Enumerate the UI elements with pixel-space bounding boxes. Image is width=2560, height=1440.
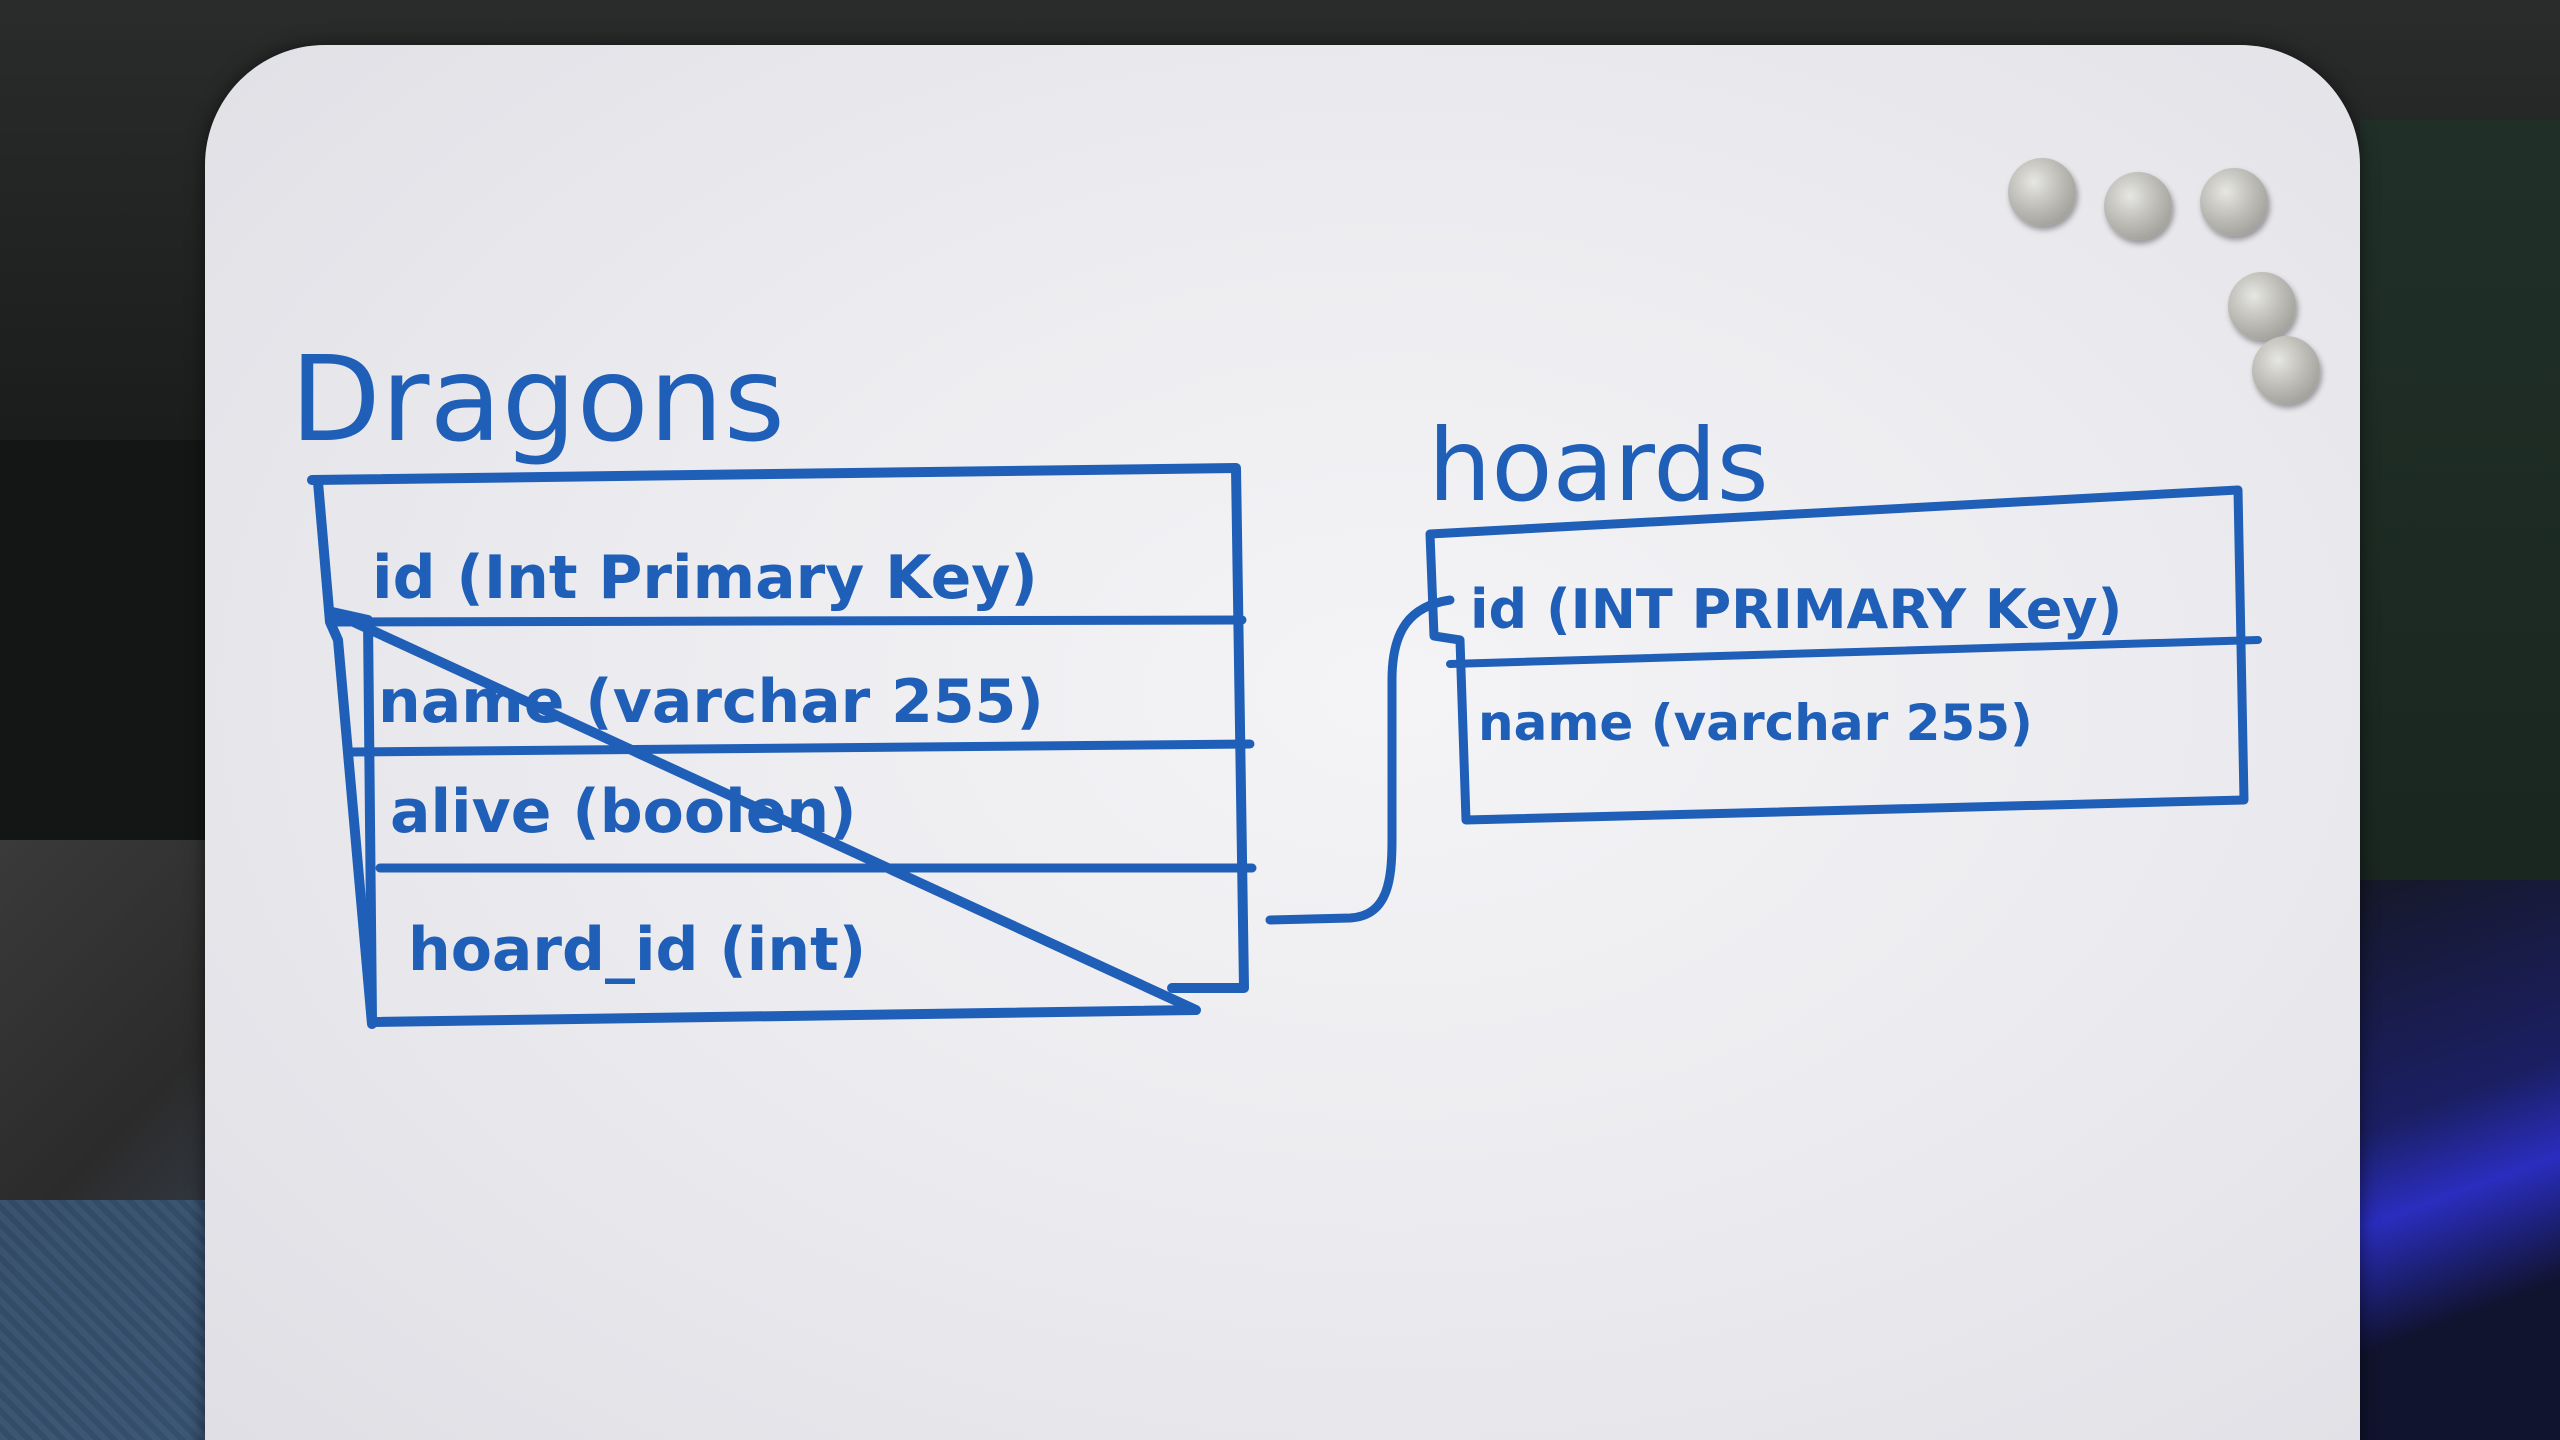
field-dragons-alive: alive (boolen) xyxy=(390,777,857,847)
magnet xyxy=(2252,336,2320,404)
background-fabric xyxy=(0,1200,210,1440)
field-dragons-id: id (Int Primary Key) xyxy=(372,543,1038,613)
row-divider xyxy=(347,739,1255,757)
background-wall xyxy=(2360,120,2560,880)
background-blue-glow xyxy=(2360,880,2560,1440)
magnet xyxy=(2228,272,2296,340)
whiteboard xyxy=(205,45,2360,1440)
table-dragons: Dragons id (Int Primary Key) name (varch… xyxy=(290,330,1257,1029)
relationship-connector xyxy=(1265,595,1455,925)
table-hoards: hoards id (INT PRIMARY Key) name (varcha… xyxy=(1425,407,2262,825)
table-title-dragons: Dragons xyxy=(290,330,785,468)
row-divider xyxy=(1446,636,2262,668)
row-divider xyxy=(333,615,1247,627)
table-title-hoards: hoards xyxy=(1428,407,1769,524)
magnet xyxy=(2200,168,2268,236)
field-dragons-hoard-id: hoard_id (int) xyxy=(408,915,866,985)
table-dragons-outline xyxy=(313,477,377,1029)
table-hoards-border xyxy=(1425,485,2249,825)
magnet xyxy=(2104,172,2172,240)
field-hoards-name: name (varchar 255) xyxy=(1478,694,2033,752)
magnet xyxy=(2008,158,2076,226)
field-hoards-id: id (INT PRIMARY Key) xyxy=(1470,578,2122,641)
field-dragons-name: name (varchar 255) xyxy=(378,667,1044,737)
